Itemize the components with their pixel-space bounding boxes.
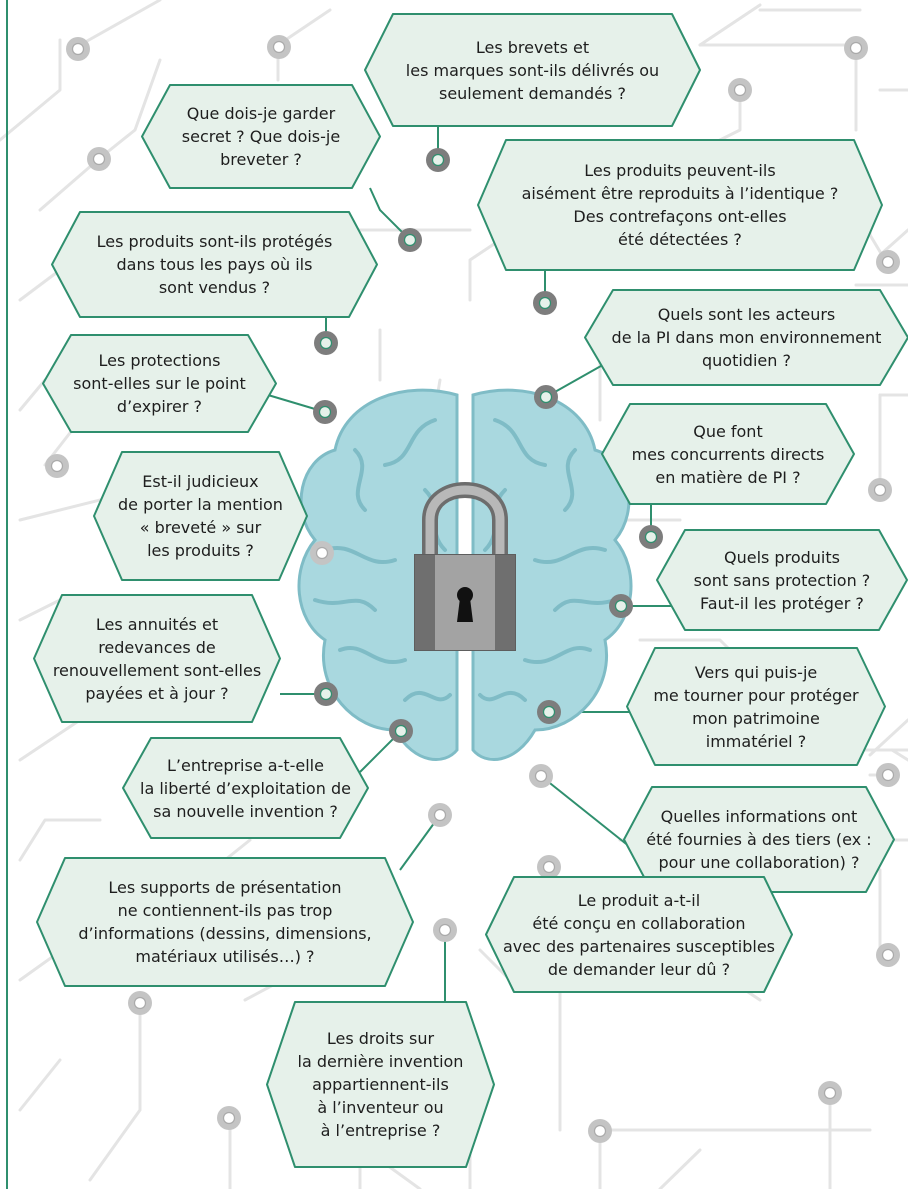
question-text-14: Les supports de présentation ne contienn… bbox=[78, 878, 372, 966]
question-bubble-shape bbox=[42, 334, 277, 433]
connection-node bbox=[389, 719, 413, 743]
connection-node bbox=[313, 400, 337, 424]
question-bubble-shape bbox=[626, 647, 886, 766]
question-bubble-shape bbox=[33, 594, 281, 723]
question-text-8: Est-il judicieux de porter la mention « … bbox=[118, 472, 283, 560]
connection-node bbox=[426, 148, 450, 172]
connection-node bbox=[533, 291, 557, 315]
connection-node bbox=[314, 682, 338, 706]
question-bubble-shape bbox=[477, 139, 883, 271]
brain-lock-group bbox=[297, 388, 633, 762]
connection-node bbox=[609, 594, 633, 618]
question-bubble-shape bbox=[656, 529, 908, 631]
connection-node bbox=[876, 250, 900, 274]
left-margin-rule bbox=[6, 0, 8, 1189]
connection-node bbox=[398, 228, 422, 252]
connection-node bbox=[534, 385, 558, 409]
connection-node bbox=[433, 918, 457, 942]
connection-node bbox=[639, 525, 663, 549]
connection-node bbox=[728, 78, 752, 102]
question-bubble-shape bbox=[485, 876, 793, 993]
question-text-4: Les produits sont-ils protégés dans tous… bbox=[96, 232, 333, 297]
connection-node bbox=[876, 943, 900, 967]
question-text-1: Les brevets et les marques sont-ils déli… bbox=[405, 37, 660, 103]
question-text-11: Vers qui puis-je me tourner pour protége… bbox=[653, 662, 859, 751]
question-bubbles bbox=[33, 13, 908, 1168]
question-bubble-shape bbox=[601, 403, 855, 505]
connection-node bbox=[588, 1119, 612, 1143]
question-text-9: Quels produits sont sans protection ? Fa… bbox=[693, 547, 871, 613]
connection-node bbox=[267, 35, 291, 59]
question-bubble-shape bbox=[51, 211, 378, 318]
connection-node bbox=[868, 478, 892, 502]
question-bubble-shape bbox=[584, 289, 908, 386]
question-text-7: Que font mes concurrents directs en mati… bbox=[631, 421, 825, 487]
question-bubble-shape bbox=[141, 84, 381, 189]
connection-node bbox=[217, 1106, 241, 1130]
connector-line bbox=[540, 775, 631, 848]
connection-node bbox=[310, 541, 334, 565]
question-bubble-shape bbox=[36, 857, 414, 987]
question-text-16: Les droits sur la dernière invention app… bbox=[297, 1029, 464, 1140]
connection-nodes bbox=[45, 35, 900, 1143]
connection-node bbox=[876, 763, 900, 787]
brain-icon bbox=[297, 388, 633, 762]
question-bubble-shape bbox=[623, 786, 895, 893]
question-text-13: Quelles informations ont été fournies à … bbox=[646, 807, 872, 872]
question-bubble-shape bbox=[364, 13, 701, 127]
connection-node bbox=[537, 700, 561, 724]
connection-node bbox=[66, 37, 90, 61]
padlock-icon bbox=[414, 482, 516, 651]
question-text-12: L’entreprise a-t-elle la liberté d’explo… bbox=[140, 755, 351, 821]
connection-node bbox=[537, 855, 561, 879]
question-bubble-shape bbox=[266, 1001, 495, 1168]
question-text-6: Les protections sont-elles sur le point … bbox=[73, 351, 246, 416]
question-text-3: Les produits peuvent-ils aisément être r… bbox=[521, 161, 839, 249]
connection-node bbox=[128, 991, 152, 1015]
connection-node bbox=[818, 1081, 842, 1105]
connection-node bbox=[314, 331, 338, 355]
connection-node bbox=[844, 36, 868, 60]
connector-line bbox=[369, 187, 411, 241]
question-text-15: Le produit a-t-il été conçu en collabora… bbox=[502, 890, 776, 979]
question-text-10: Les annuités et redevances de renouvelle… bbox=[52, 614, 262, 703]
connection-node bbox=[87, 147, 111, 171]
connection-node bbox=[45, 454, 69, 478]
connection-node bbox=[529, 764, 553, 788]
question-bubble-shape bbox=[93, 451, 308, 581]
connection-node bbox=[428, 803, 452, 827]
question-bubble-shape bbox=[122, 737, 369, 839]
question-text-2: Que dois-je garder secret ? Que dois-je … bbox=[181, 104, 341, 169]
question-text-5: Quels sont les acteurs de la PI dans mon… bbox=[611, 305, 882, 370]
